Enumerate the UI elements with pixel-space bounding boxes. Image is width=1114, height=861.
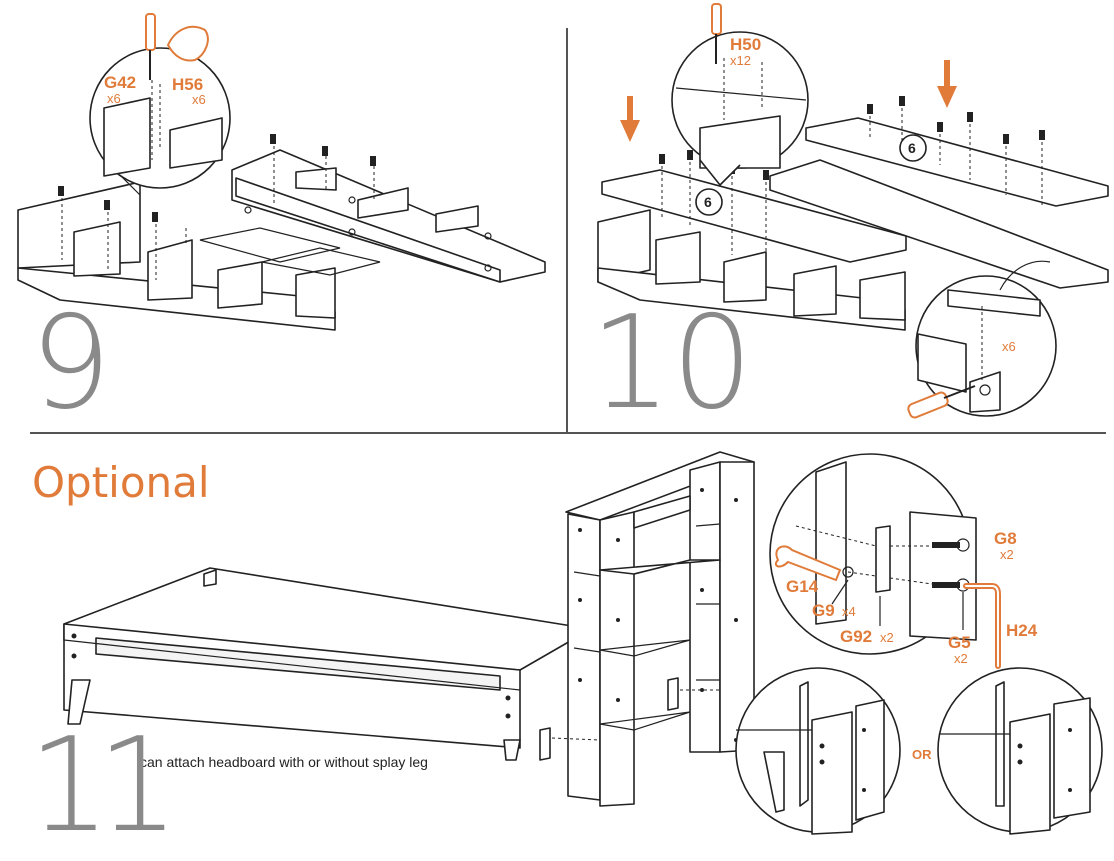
label-g9: G9 <box>812 601 835 620</box>
vertical-divider <box>566 28 568 432</box>
step-11-number: 11 <box>28 709 179 861</box>
step-9-number: 9 <box>30 289 112 438</box>
label-g5: G5 <box>948 633 971 652</box>
label-h56: H56 <box>172 75 204 94</box>
label-g8: G8 <box>994 529 1017 548</box>
label-g42: G42 <box>104 73 137 92</box>
label-h50: H50 <box>730 35 762 54</box>
qty-detail-screws: x6 <box>1002 339 1016 354</box>
qty-g42: x6 <box>107 91 121 106</box>
qty-g8: x2 <box>1000 547 1014 562</box>
step-9-illustration <box>17 13 546 331</box>
label-h24: H24 <box>1006 621 1038 640</box>
or-label: OR <box>912 747 932 762</box>
qty-g9: x4 <box>842 604 856 619</box>
qty-h56: x6 <box>192 92 206 107</box>
label-g92: G92 <box>840 627 873 646</box>
qty-h50: x12 <box>730 53 751 68</box>
label-g14: G14 <box>786 577 819 596</box>
step-10-illustration <box>597 3 1109 419</box>
step-10-number: 10 <box>590 289 753 438</box>
part-6-label-a: 6 <box>704 194 712 210</box>
part-6-label-b: 6 <box>908 140 916 156</box>
horizontal-divider <box>30 432 1106 434</box>
step-11-caption: can attach headboard with or without spl… <box>140 754 428 770</box>
qty-g92: x2 <box>880 630 894 645</box>
optional-heading: Optional <box>32 458 210 507</box>
qty-g5: x2 <box>954 651 968 666</box>
